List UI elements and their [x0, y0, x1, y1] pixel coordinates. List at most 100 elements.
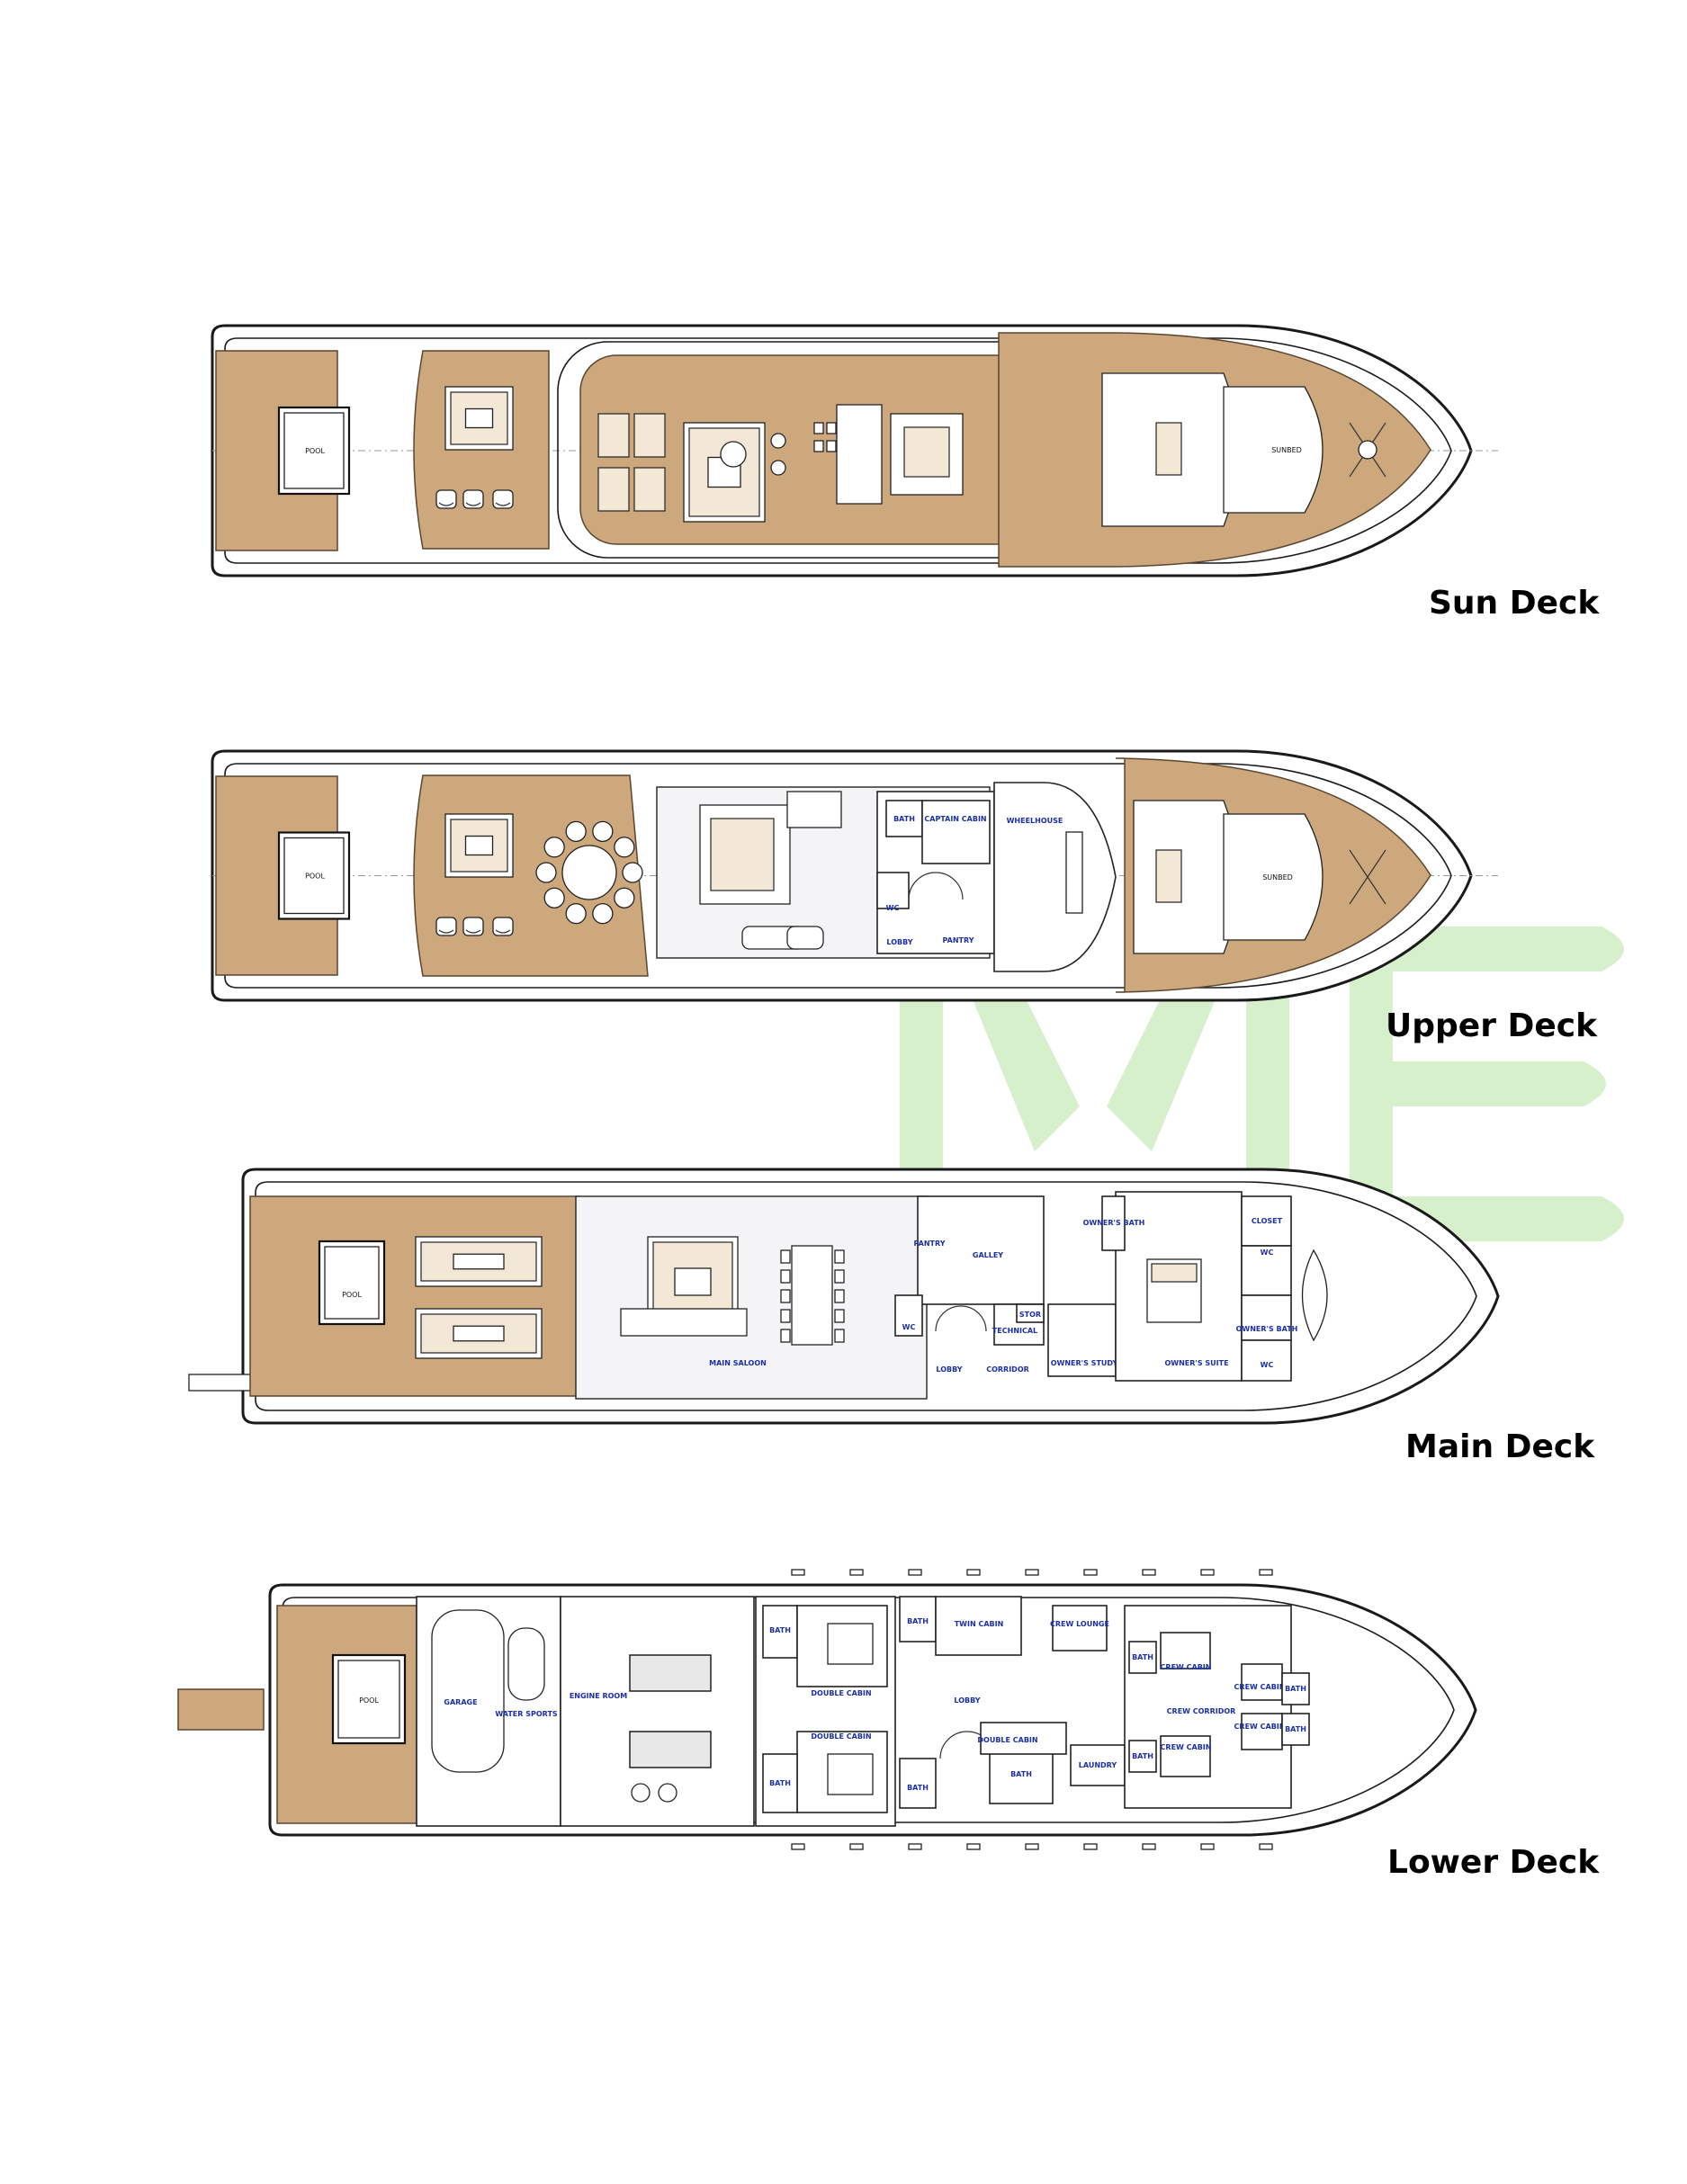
- lower-bath-1-label: BATH: [769, 1626, 791, 1634]
- lower-crew-cabin-3-label: CREW CABIN: [1234, 1683, 1286, 1691]
- dining-chair-8: [592, 820, 614, 842]
- hull-marker-top-4: [1025, 1569, 1039, 1576]
- stool-0: [813, 422, 824, 434]
- main-owners-bath-1-label: WC: [1261, 1249, 1274, 1257]
- main-technical-label: TECHNICAL: [992, 1327, 1037, 1335]
- lower-twin-cabin-label: TWIN CABIN: [955, 1620, 1004, 1628]
- crew-lounge: [1052, 1605, 1108, 1651]
- dining-chair-3: [565, 903, 587, 925]
- dining-chair-7: [565, 820, 587, 842]
- hull-marker-bottom-4: [1025, 1843, 1039, 1850]
- engine-room: [560, 1596, 755, 1827]
- dining-chair-l2: [780, 1289, 791, 1303]
- main-deck-hull-inner: [255, 1181, 1477, 1411]
- coffee-table: [674, 1267, 712, 1296]
- upper-pool-basin: [283, 837, 345, 915]
- stool-2: [813, 440, 824, 452]
- dining-chair-l0: [780, 1249, 791, 1264]
- dining-chair-r0: [834, 1249, 845, 1264]
- main-pantry-label: PANTRY: [914, 1240, 946, 1248]
- lower-water-sports-label: WATER SPORTS: [495, 1710, 558, 1718]
- main-spiral-stair: [935, 1305, 987, 1332]
- main-stor-label: STOR: [1019, 1311, 1041, 1319]
- upper-bath-label: BATH: [893, 815, 915, 823]
- lower-crew-cabin-1-label: CREW CABIN: [1161, 1663, 1212, 1671]
- lower-garage-label: GARAGE: [444, 1698, 477, 1706]
- double-cabin-1-bed: [827, 1623, 874, 1665]
- coffee-table: [464, 835, 494, 856]
- crew-bath-3: [1128, 1740, 1157, 1773]
- hull-marker-top-0: [791, 1569, 805, 1576]
- round-dining-table: [561, 845, 617, 900]
- lower-crew-corridor-label: CREW CORRIDOR: [1167, 1707, 1236, 1715]
- tender: [1301, 1249, 1328, 1342]
- owners-study: [1047, 1303, 1117, 1377]
- sun-pool-basin: [283, 412, 345, 489]
- hull-marker-bottom-0: [791, 1843, 805, 1850]
- dining-chair-1: [614, 887, 635, 909]
- sun-deck-title: Sun Deck: [1429, 585, 1600, 622]
- owners-bath-2: [1241, 1294, 1292, 1341]
- lower-deck-title: Lower Deck: [1387, 1844, 1600, 1881]
- hull-marker-bottom-8: [1259, 1843, 1273, 1850]
- sun-bar-lounge: [683, 422, 766, 523]
- main-aft-sofa-2: [415, 1308, 543, 1359]
- foredeck-table: [1155, 422, 1182, 476]
- lower-bath-2-label: BATH: [769, 1779, 791, 1787]
- lower-engine-room-label: ENGINE ROOM: [570, 1692, 627, 1700]
- hull-marker-top-1: [849, 1569, 864, 1576]
- engine-port: [629, 1654, 712, 1692]
- generator-1: [631, 1783, 651, 1803]
- upper-sunbed-pad: [1223, 813, 1324, 941]
- main-stor: [1016, 1303, 1045, 1323]
- lower-pool-label: POOL: [359, 1696, 379, 1705]
- lower-bath-2: [762, 1753, 798, 1813]
- hull-marker-bottom-6: [1142, 1843, 1156, 1850]
- hull-marker-top-5: [1083, 1569, 1098, 1576]
- sun-pool-label: POOL: [305, 447, 325, 455]
- hull-marker-bottom-1: [849, 1843, 864, 1850]
- hull-marker-bottom-2: [908, 1843, 922, 1850]
- lower-pool-basin: [337, 1660, 400, 1739]
- sky-lounge-cushion: [710, 818, 775, 891]
- upper-deck-title: Upper Deck: [1386, 1007, 1598, 1044]
- lower-crew-cabin-2-label: CREW CABIN: [1161, 1743, 1212, 1751]
- sofa-cushion: [450, 819, 508, 873]
- dining-chair-4: [543, 887, 565, 909]
- lower-bath-3: [899, 1596, 937, 1642]
- lower-double-cabin-1-label: DOUBLE CABIN: [811, 1689, 871, 1697]
- sky-lounge-bar: [786, 791, 842, 828]
- sun-aft-sofa: [444, 386, 514, 451]
- wheelhouse: [993, 782, 1117, 972]
- upper-sunbed-label: SUNBED: [1262, 873, 1293, 882]
- upper-wc-label: WC: [886, 904, 900, 912]
- upper-pool-label: POOL: [305, 873, 325, 881]
- upper-captain-cabin-label: CAPTAIN CABIN: [924, 815, 986, 823]
- armchair: [492, 489, 514, 509]
- dining-table: [791, 1245, 833, 1346]
- lower-bath-9-label: BATH: [1285, 1725, 1306, 1733]
- crew-bath-4: [1281, 1713, 1310, 1746]
- double-cabin-2-bed: [827, 1753, 874, 1795]
- hull-marker-bottom-3: [966, 1843, 981, 1850]
- coffee-table: [464, 407, 494, 429]
- lower-bath-7-label: BATH: [1285, 1685, 1306, 1693]
- helm-station: [1065, 831, 1083, 914]
- lower-crew-lounge-label: CREW LOUNGE: [1050, 1620, 1109, 1628]
- chair-back: [438, 502, 454, 506]
- lower-bath-5-label: BATH: [1010, 1770, 1032, 1778]
- crew-cabin-4: [1241, 1713, 1283, 1750]
- upper-foredeck-table: [1155, 849, 1182, 903]
- lower-bath-3-label: BATH: [907, 1617, 929, 1625]
- dining-chair-l3: [780, 1309, 791, 1323]
- main-pool-basin: [324, 1246, 380, 1320]
- crew-bath-1: [1128, 1641, 1157, 1674]
- dining-chair-2: [592, 903, 614, 925]
- owners-wc-2: [1241, 1339, 1292, 1382]
- helm-console: [836, 404, 883, 505]
- laundry: [1070, 1744, 1126, 1786]
